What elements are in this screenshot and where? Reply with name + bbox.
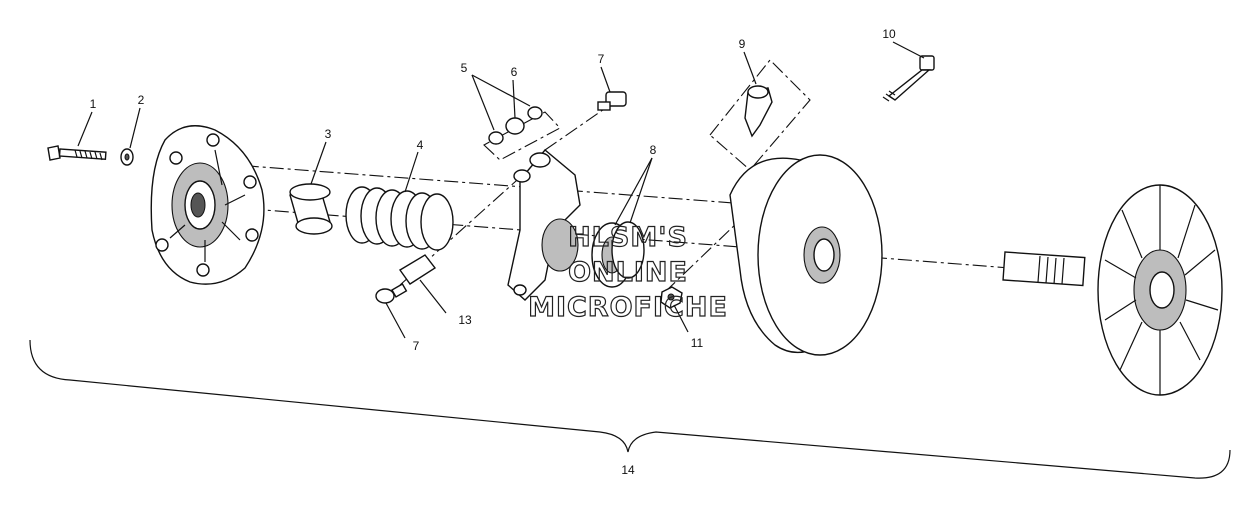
callout-9: 9 [739,37,746,51]
bolt-part [47,145,107,161]
assembly-brace [29,339,1231,479]
callout-3: 3 [325,127,332,141]
callout-8: 8 [650,143,657,157]
watermark-line1: HLSM'S [568,222,688,253]
washer-part [120,148,134,166]
watermark-line2: ONLINE [568,257,688,288]
movable-sheave [729,154,883,356]
watermark-line3: MICROFICHE [528,292,728,323]
ring-part [289,183,333,235]
dowel-pin-part [375,254,437,304]
cover-plate [150,125,265,285]
nut-part [660,286,683,309]
bushing-washers-part [591,221,645,288]
callout-4: 4 [417,138,424,152]
callout-14: 14 [621,463,635,477]
callout-13: 13 [458,313,472,327]
axis-line-nut [664,219,741,293]
watermark: HLSM'S ONLINE MICROFICHE [527,221,728,323]
callout-7-upper: 7 [598,52,605,66]
spring-part [345,186,454,251]
callout-10: 10 [882,27,896,41]
callout-1: 1 [90,97,97,111]
spider-assembly [507,149,581,301]
long-bolt-part [882,55,935,102]
callouts: 1 2 3 4 5 6 7 8 9 10 11 13 7 14 [90,27,896,477]
callout-7-lower: 7 [413,339,420,353]
callout-6: 6 [511,65,518,79]
leader-lines [77,41,925,339]
axis-line-upper [169,159,761,206]
axis-line-screw [544,104,611,151]
callout-5: 5 [461,61,468,75]
roller-weight-part [709,59,811,171]
screw-part [597,91,627,111]
callout-2: 2 [138,93,145,107]
small-washers-part [483,106,561,161]
fixed-sheave [1002,184,1223,396]
callout-11: 11 [691,336,704,350]
